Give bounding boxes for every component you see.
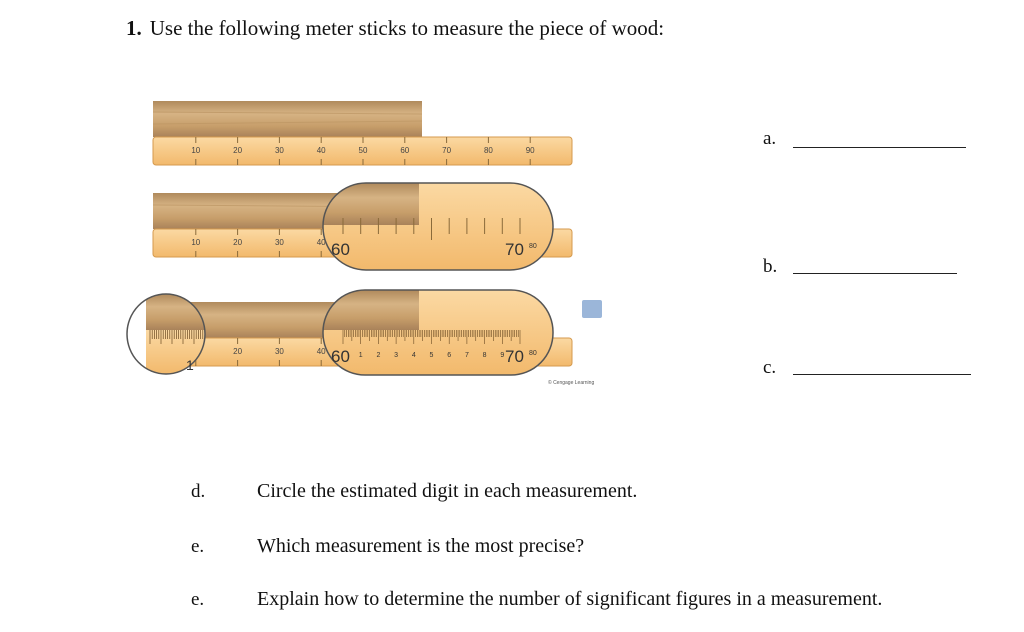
subquestion-e2-label: e. — [191, 589, 205, 610]
ruler-label: 10 — [191, 146, 200, 155]
wood-piece-1 — [153, 101, 422, 137]
subquestion-d-text: Circle the estimated digit in each measu… — [257, 480, 638, 502]
zoom-callout-2: 60 70 80 — [322, 182, 554, 271]
ruler-label: 30 — [275, 146, 284, 155]
ruler-label: 10 — [191, 238, 200, 247]
zoom2-label-left: 60 — [331, 240, 350, 259]
ruler-label: 90 — [526, 146, 535, 155]
answer-b-blank[interactable] — [793, 273, 957, 274]
subquestion-d-label: d. — [191, 481, 206, 502]
zoom-digit-label: 7 — [465, 352, 469, 359]
subquestion-e-text: Which measurement is the most precise? — [257, 535, 585, 557]
zoom-digit-label: 2 — [376, 352, 380, 359]
ruler-label: 40 — [317, 146, 326, 155]
meter-stick-3: 20 30 40 1 60 1 2 3 4 5 6 7 8 9 70 80 © Cengage Le… — [126, 289, 594, 386]
ruler-label: 70 — [442, 146, 451, 155]
ruler-label: 60 — [400, 146, 409, 155]
image-widget-icon[interactable] — [582, 300, 602, 318]
zoom-digit-label: 8 — [483, 352, 487, 359]
zoom3-label-right-small: 80 — [529, 350, 537, 357]
zoom-digit-label: 3 — [394, 352, 398, 359]
ruler-label: 40 — [317, 347, 326, 356]
ruler-label: 20 — [233, 146, 242, 155]
subquestion-e-label: e. — [191, 536, 205, 557]
question-number: 1. — [126, 16, 142, 40]
ruler-label: 30 — [275, 238, 284, 247]
image-credit: © Cengage Learning — [548, 379, 594, 386]
zoom2-label-right: 70 — [505, 240, 524, 259]
zoom-digit-label: 1 — [359, 352, 363, 359]
zoom-callout-3: 60 1 2 3 4 5 6 7 8 9 70 80 — [322, 289, 554, 376]
zoom-circle-label: 1 — [186, 357, 194, 373]
ruler-label: 50 — [359, 146, 368, 155]
ruler-label: 30 — [275, 347, 284, 356]
zoom3-label-right: 70 — [505, 347, 524, 366]
zoom-digit-label: 4 — [412, 352, 416, 359]
question-text: Use the following meter sticks to measur… — [149, 16, 665, 40]
meter-stick-2: 10 20 30 40 60 70 80 — [152, 182, 573, 271]
zoom3-label-left: 60 — [331, 347, 350, 366]
subquestion-e2-text: Explain how to determine the number of s… — [257, 588, 883, 610]
zoom-digit-label: 6 — [447, 352, 451, 359]
answer-c-blank[interactable] — [793, 374, 971, 375]
zoom-digit-label: 9 — [500, 352, 504, 359]
ruler-label: 20 — [233, 238, 242, 247]
question-title: 1. Use the following meter sticks to meas… — [126, 16, 664, 41]
zoom2-label-right-small: 80 — [529, 243, 537, 250]
answer-b-label: b. — [763, 256, 778, 277]
meter-stick-1: 10 20 30 40 50 60 70 80 90 — [152, 101, 573, 166]
ruler-label: 40 — [317, 238, 326, 247]
zoom-digit-label: 5 — [430, 352, 434, 359]
answer-c-label: c. — [763, 357, 777, 378]
ruler-label: 80 — [484, 146, 493, 155]
answer-a-label: a. — [763, 128, 777, 149]
answer-a-blank[interactable] — [793, 147, 966, 148]
ruler-label: 20 — [233, 347, 242, 356]
